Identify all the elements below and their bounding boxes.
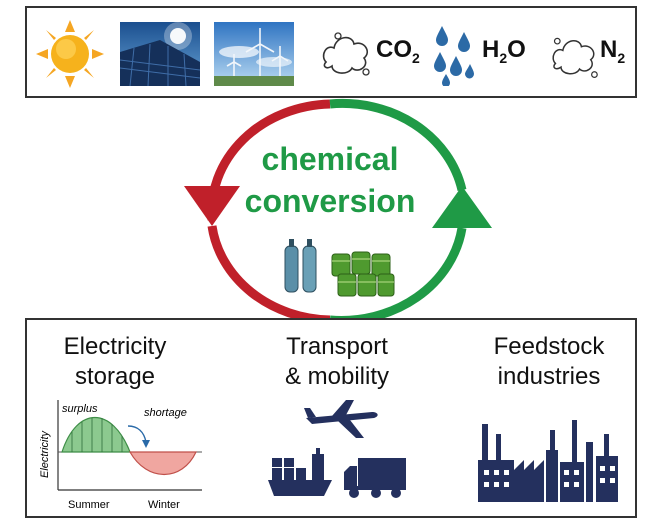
seasonal-electricity-chart: surplus shortage Electricity Summer Wint… (39, 400, 202, 511)
factory-icon (478, 420, 618, 502)
feedstock-industries-line2: industries (497, 363, 601, 390)
gas-cylinders-icon (284, 239, 317, 293)
co2-cloud-icon (322, 32, 370, 76)
electricity-storage-title: Electricity storage (40, 332, 190, 392)
transport-mobility-line1: Transport (286, 333, 388, 360)
feedstock-industries-line1: Feedstock (493, 333, 605, 360)
co2-formula: CO2 (376, 36, 420, 66)
transport-mobility-title: Transport & mobility (262, 332, 412, 392)
center-label-line1: chemical (261, 141, 399, 177)
n2-cloud-icon (552, 37, 598, 78)
sun-icon (36, 20, 104, 88)
chart-ylabel: Electricity (39, 429, 51, 478)
green-arc-upper (329, 98, 467, 192)
x-label-summer: Summer (68, 499, 110, 511)
green-arrowhead (432, 186, 492, 228)
electricity-storage-line1: Electricity (63, 333, 167, 360)
transport-mobility-line2: & mobility (284, 363, 390, 390)
shortage-label: shortage (144, 407, 187, 419)
red-arrowhead (184, 186, 240, 226)
surplus-area (61, 416, 131, 453)
wind-turbines-photo (214, 22, 294, 86)
center-label-line2: conversion (244, 183, 416, 219)
x-label-winter: Winter (148, 499, 180, 511)
feedstock-industries-title: Feedstock industries (474, 332, 624, 392)
airplane-icon (304, 400, 378, 438)
h2o-formula: H2O (482, 36, 526, 66)
shortage-area (128, 451, 197, 475)
ship-icon (268, 448, 332, 496)
truck-icon (344, 458, 406, 498)
red-arc-lower (207, 225, 331, 325)
water-drops-icon (434, 26, 474, 86)
solar-panels-photo (120, 22, 200, 86)
n2-formula: N2 (600, 36, 626, 66)
transfer-arrowhead (142, 440, 150, 448)
transfer-arrow (127, 425, 147, 443)
fuel-barrels-icon (331, 251, 395, 297)
electricity-storage-line2: storage (74, 363, 156, 390)
surplus-label: surplus (62, 403, 98, 415)
